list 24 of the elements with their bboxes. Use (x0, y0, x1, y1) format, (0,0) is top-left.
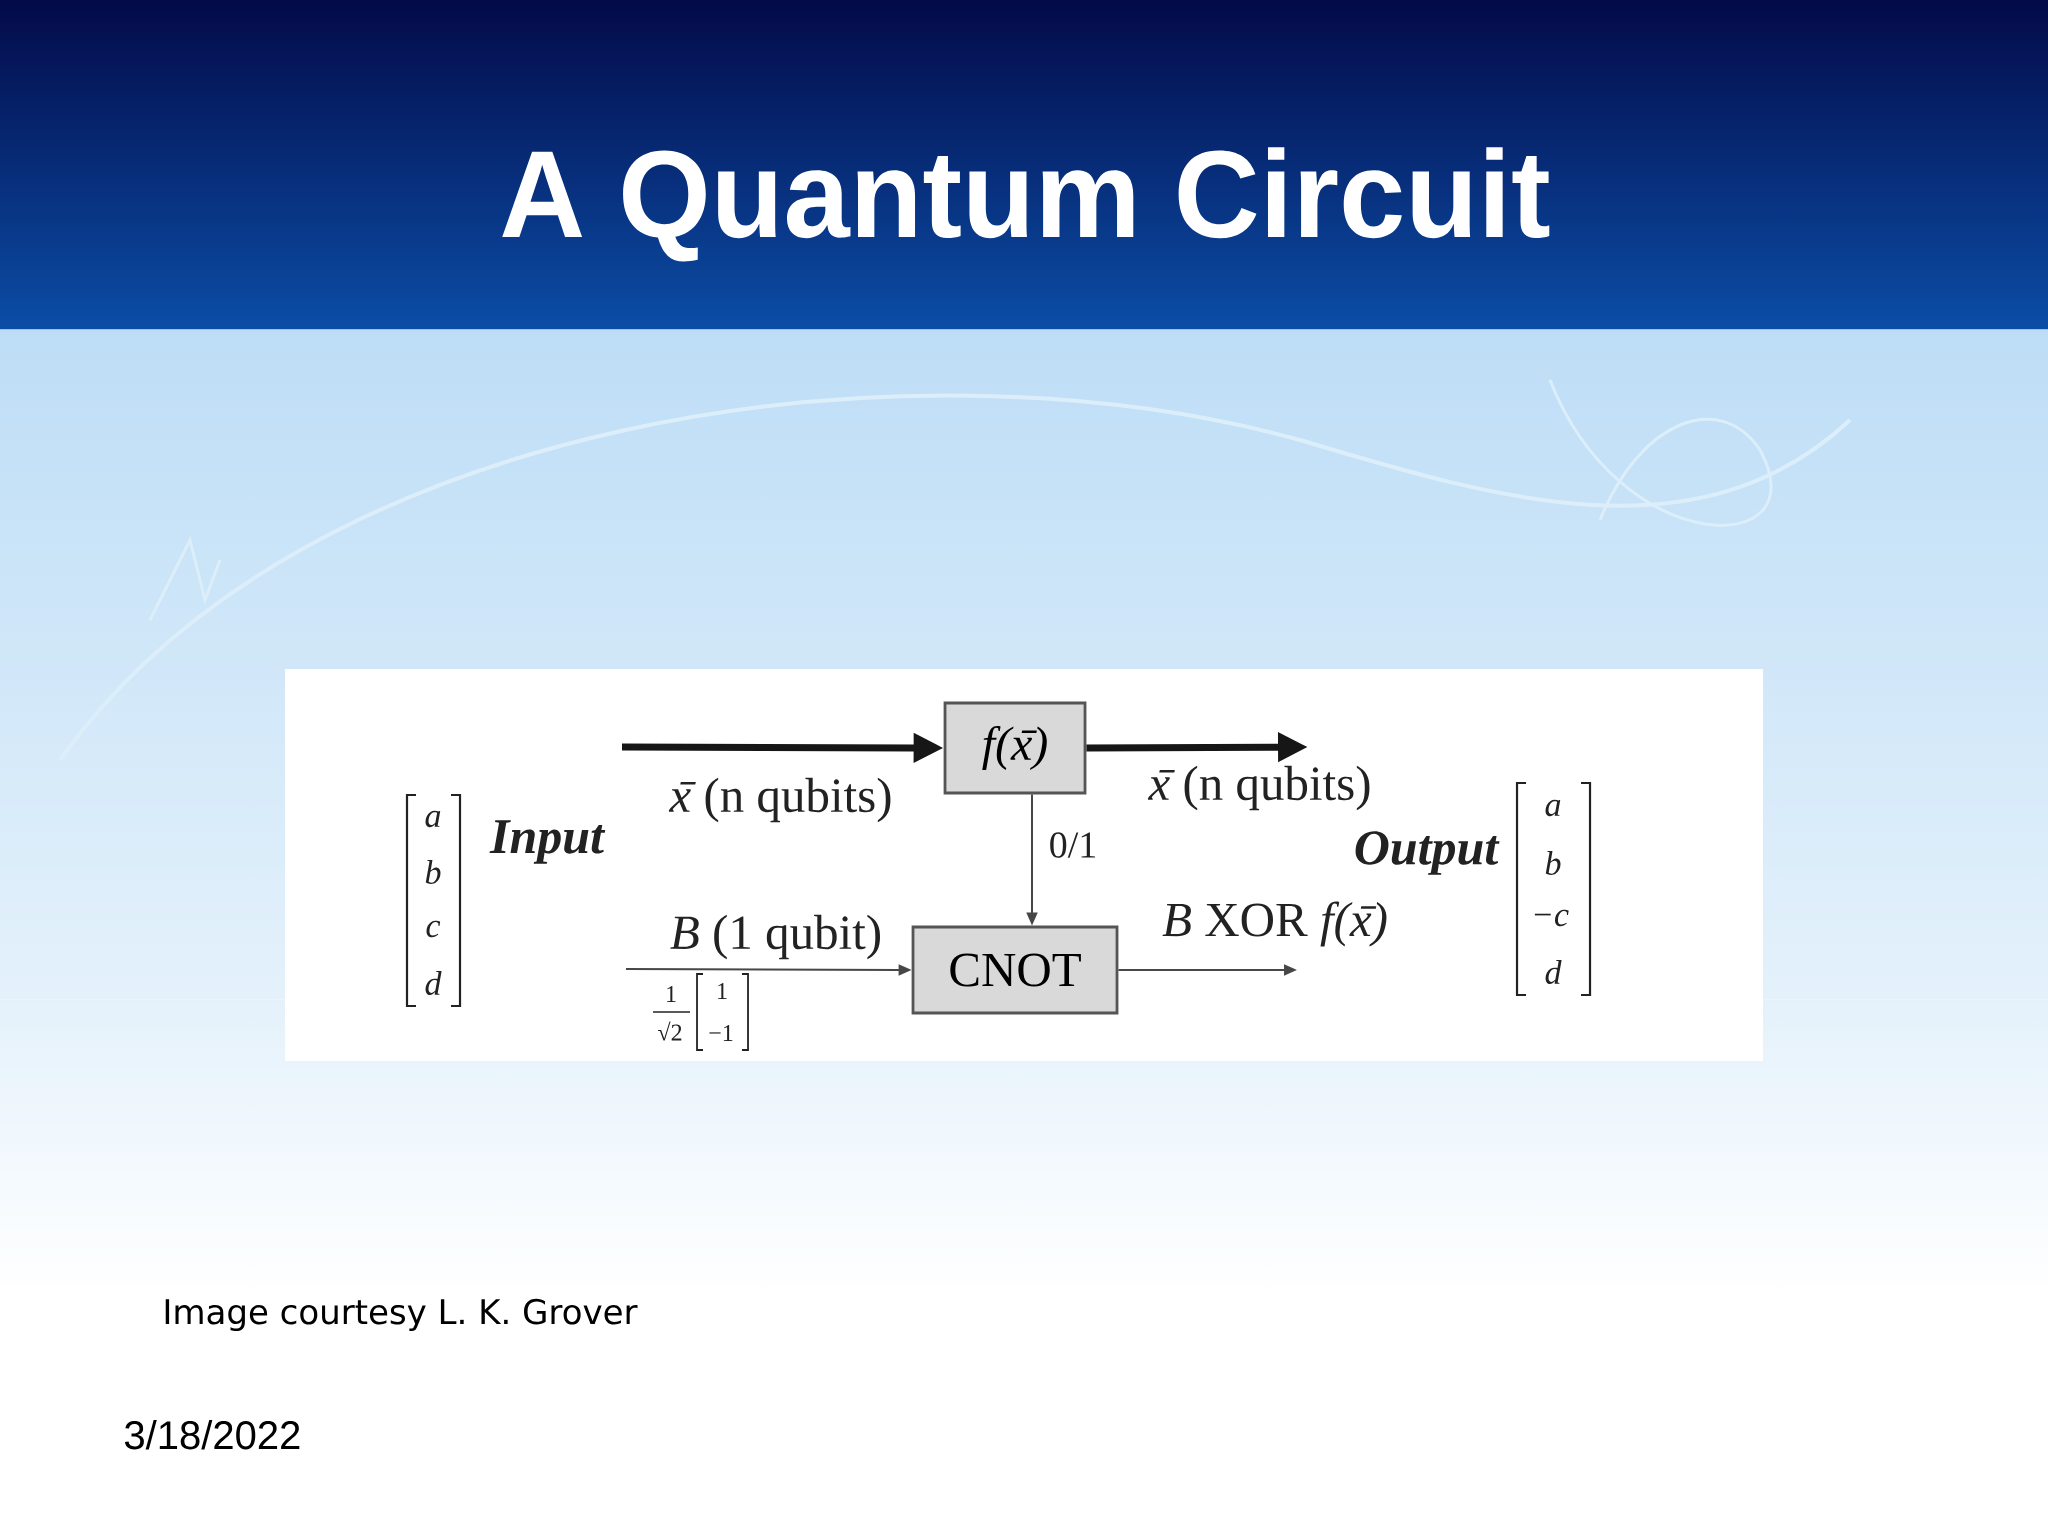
matrix-entry: a (1545, 799, 1561, 817)
edge-label: x̄ (n qubits) (1145, 762, 1375, 814)
matrix-entry: a (425, 810, 441, 828)
edge-label: 0/1 (1045, 829, 1101, 861)
input-label: Input (489, 820, 606, 864)
edge-label: B (1 qubit) (666, 911, 886, 963)
matrix-entry: d (425, 971, 442, 995)
output-label: Output (1355, 831, 1500, 875)
edge-label: x̄ (n qubits) (666, 774, 896, 826)
vector-entry: 1 (718, 983, 727, 999)
matrix-entry: b (1545, 851, 1561, 875)
vector-entry: −1 (709, 1025, 733, 1041)
edge-label: B XOR f(x̄) (1159, 898, 1391, 950)
matrix-entry: −c (1534, 909, 1569, 927)
matrix-entry: c (426, 920, 441, 938)
gate-box: CNOT (911, 925, 1119, 1015)
fraction-numerator: 1 (667, 986, 676, 1002)
slide-date: 3/18/2022 (124, 1420, 300, 1450)
fraction-denominator: √2 (658, 1021, 682, 1041)
slide-title: A Quantum Circuit (502, 147, 1550, 262)
image-credit: Image courtesy L. K. Grover (165, 1298, 638, 1332)
function-box: f(x̄) (943, 701, 1087, 795)
matrix-entry: d (1545, 960, 1562, 984)
matrix-entry: b (425, 860, 441, 884)
